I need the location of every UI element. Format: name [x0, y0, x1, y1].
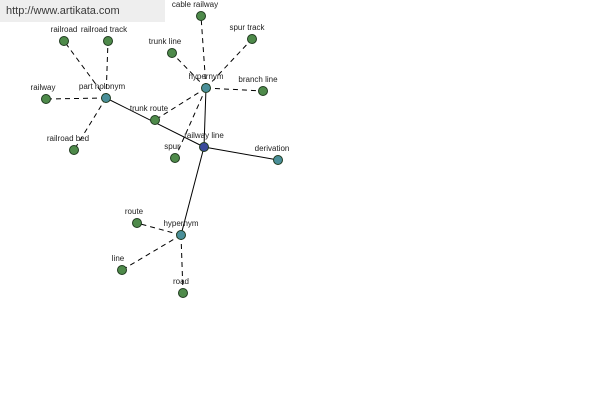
node-marker-route[interactable] — [132, 218, 142, 228]
edge-railway-line-to-derivation — [203, 146, 279, 161]
node-hypernym-top[interactable]: hypernym — [188, 72, 224, 93]
node-label-railroad-track: railroad track — [81, 25, 128, 34]
node-spur[interactable]: spur — [164, 142, 180, 163]
edge-railway-line-to-hypernym-top — [203, 87, 207, 148]
node-spur-track[interactable]: spur track — [229, 23, 266, 44]
node-marker-spur[interactable] — [170, 153, 180, 163]
node-trunk-line[interactable]: trunk line — [149, 37, 182, 58]
node-derivation[interactable]: derivation — [255, 144, 290, 165]
node-marker-railroad-bed[interactable] — [69, 145, 79, 155]
node-marker-railway-line[interactable] — [199, 142, 209, 152]
edge-hypernym-top-to-spur — [174, 87, 207, 159]
node-label-road: road — [173, 277, 189, 286]
watermark-url: http://www.artikata.com — [0, 0, 165, 22]
edge-hypernym-top-to-trunk-route — [154, 87, 207, 121]
edge-hypernym-top-to-trunk-line — [171, 52, 207, 89]
node-layer: railway line part holonym hypernym derivati… — [31, 0, 290, 298]
edge-hypernym-top-to-cable-railway — [200, 15, 207, 89]
edge-hypernym-top-to-spur-track — [205, 38, 253, 89]
node-route[interactable]: route — [125, 207, 144, 228]
node-marker-railroad[interactable] — [59, 36, 69, 46]
node-marker-hypernym-top[interactable] — [201, 83, 211, 93]
node-marker-cable-railway[interactable] — [196, 11, 206, 21]
node-label-railroad: railroad — [51, 25, 78, 34]
node-railroad-bed[interactable]: railroad bed — [47, 134, 89, 155]
edge-part-holonym-to-railroad-bed — [73, 97, 107, 151]
node-railway-line[interactable]: railway line — [184, 131, 224, 152]
node-label-railroad-bed: railroad bed — [47, 134, 89, 143]
edge-hypernym-bottom-to-line — [121, 234, 182, 271]
node-cable-railway[interactable]: cable railway — [172, 0, 218, 21]
node-trunk-route[interactable]: trunk route — [130, 104, 169, 125]
edge-railway-line-to-hypernym-bottom — [180, 146, 205, 236]
node-marker-branch-line[interactable] — [258, 86, 268, 96]
node-label-derivation: derivation — [255, 144, 290, 153]
edge-hypernym-top-to-branch-line — [205, 87, 264, 92]
node-railway[interactable]: railway — [31, 83, 56, 104]
node-label-hypernym-bottom: hypernym — [163, 219, 198, 228]
node-part-holonym[interactable]: part holonym — [79, 82, 126, 103]
node-marker-line[interactable] — [117, 265, 127, 275]
node-marker-road[interactable] — [178, 288, 188, 298]
node-label-hypernym-top: hypernym — [188, 72, 223, 81]
node-label-trunk-line: trunk line — [149, 37, 182, 46]
node-marker-trunk-route[interactable] — [150, 115, 160, 125]
edge-layer — [45, 15, 279, 294]
node-label-route: route — [125, 207, 144, 216]
node-railroad-track[interactable]: railroad track — [81, 25, 128, 46]
node-road[interactable]: road — [173, 277, 189, 298]
node-label-cable-railway: cable railway — [172, 0, 218, 9]
node-label-branch-line: branch line — [238, 75, 278, 84]
edge-part-holonym-to-railroad — [63, 40, 107, 99]
node-marker-part-holonym[interactable] — [101, 93, 111, 103]
node-label-line: line — [112, 254, 125, 263]
edge-hypernym-bottom-to-road — [180, 234, 184, 294]
edge-part-holonym-to-railroad-track — [105, 40, 109, 99]
node-marker-derivation[interactable] — [273, 155, 283, 165]
node-marker-railway[interactable] — [41, 94, 51, 104]
node-label-trunk-route: trunk route — [130, 104, 169, 113]
node-label-spur-track: spur track — [229, 23, 265, 32]
node-railroad[interactable]: railroad — [51, 25, 78, 46]
node-label-part-holonym: part holonym — [79, 82, 126, 91]
node-marker-trunk-line[interactable] — [167, 48, 177, 58]
node-label-railway-line: railway line — [184, 131, 224, 140]
node-label-spur: spur — [164, 142, 180, 151]
node-hypernym-bottom[interactable]: hypernym — [163, 219, 199, 240]
node-marker-railroad-track[interactable] — [103, 36, 113, 46]
node-branch-line[interactable]: branch line — [238, 75, 278, 96]
edge-hypernym-bottom-to-route — [136, 222, 182, 236]
edge-part-holonym-to-railway — [45, 97, 107, 100]
node-label-railway: railway — [31, 83, 56, 92]
node-marker-spur-track[interactable] — [247, 34, 257, 44]
node-line[interactable]: line — [112, 254, 127, 275]
node-marker-hypernym-bottom[interactable] — [176, 230, 186, 240]
